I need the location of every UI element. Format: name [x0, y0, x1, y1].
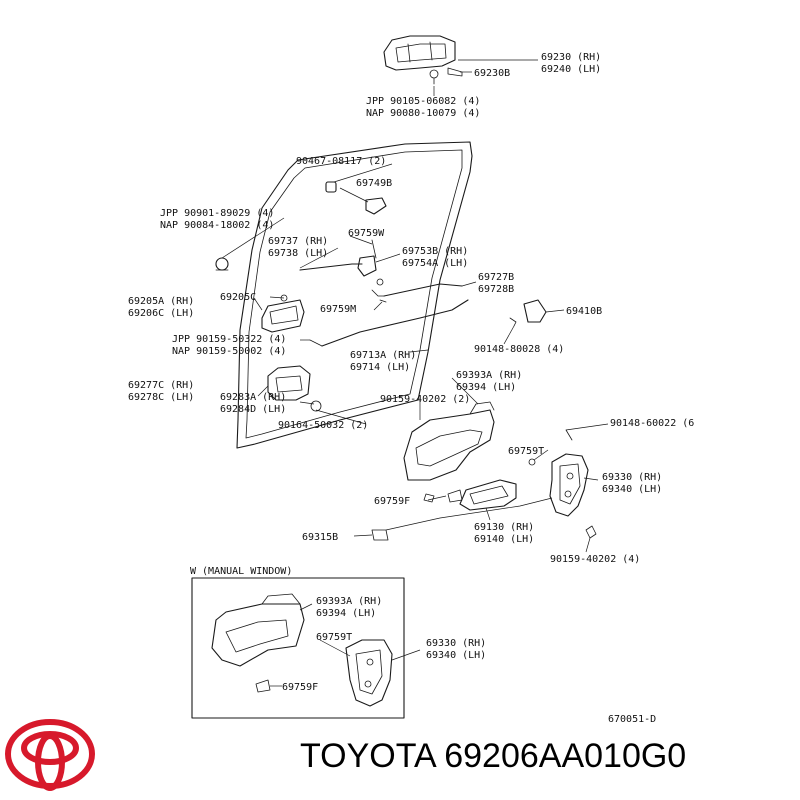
label-69130: 69130 (RH)	[474, 522, 534, 533]
label-69754a: 69754A (LH)	[402, 258, 468, 269]
inset-label-69759t: 69759T	[316, 632, 352, 643]
label-69230: 69230 (RH)	[541, 52, 601, 63]
label-69394: 69394 (LH)	[456, 382, 516, 393]
label-69713a: 69713A (RH)	[350, 350, 416, 361]
inside-handle-69205a	[261, 294, 305, 333]
inset-label-69340: 69340 (LH)	[426, 650, 486, 661]
label-nap-90080: NAP 90080-10079 (4)	[366, 108, 480, 119]
label-69140: 69140 (LH)	[474, 534, 534, 545]
label-nap-90159: NAP 90159-50002 (4)	[172, 346, 286, 357]
label-69759f: 69759F	[374, 496, 410, 507]
label-nap-90084: NAP 90084-18002 (4)	[160, 220, 274, 231]
drawing-code: 670051-D	[608, 714, 656, 725]
label-jpp-90901: JPP 90901-89029 (4)	[160, 208, 274, 219]
brand-part-caption: TOYOTA 69206AA010G0	[300, 737, 686, 776]
rod-69727b	[371, 283, 463, 303]
small-fasteners	[371, 278, 573, 541]
label-69277c: 69277C (RH)	[128, 380, 194, 391]
label-69410b: 69410B	[566, 306, 602, 317]
inset-label-69759f: 69759F	[282, 682, 318, 693]
label-69240: 69240 (LH)	[541, 64, 601, 75]
inset-label-69394: 69394 (LH)	[316, 608, 376, 619]
label-69283a: 69283A (RH)	[220, 392, 286, 403]
label-90148-60022: 90148-60022 (6	[610, 418, 694, 429]
rod-69713a	[309, 299, 469, 347]
toyota-logo-icon	[5, 719, 95, 791]
label-69206c: 69206C (LH)	[128, 308, 194, 319]
label-69393a: 69393A (RH)	[456, 370, 522, 381]
label-69340: 69340 (LH)	[602, 484, 662, 495]
label-jpp-90105: JPP 90105-06082 (4)	[366, 96, 480, 107]
inset-title: W (MANUAL WINDOW)	[190, 566, 292, 577]
outside-handle-frame-69393a	[403, 401, 495, 481]
label-90467: 90467-08117 (2)	[296, 156, 386, 167]
label-69759w: 69759W	[348, 228, 385, 239]
label-69315b: 69315B	[302, 532, 338, 543]
label-69230b: 69230B	[474, 68, 510, 79]
label-69738: 69738 (LH)	[268, 248, 328, 259]
link-rod-69737	[299, 239, 377, 277]
label-69737: 69737 (RH)	[268, 236, 328, 247]
label-69330: 69330 (RH)	[602, 472, 662, 483]
manual-window-inset	[191, 577, 421, 719]
label-69278c: 69278C (LH)	[128, 392, 194, 403]
label-jpp-90159: JPP 90159-50322 (4)	[172, 334, 286, 345]
striker-69410b	[509, 299, 547, 327]
brand-part-number: 69206AA010G0	[444, 737, 687, 775]
label-69205a: 69205A (RH)	[128, 296, 194, 307]
label-69759t: 69759T	[508, 446, 544, 457]
label-69205c: 69205C	[220, 292, 256, 303]
label-69728b: 69728B	[478, 284, 514, 295]
label-90159-40202-2: 90159-40202 (2)	[380, 394, 470, 405]
label-69284d: 69284D (LH)	[220, 404, 286, 415]
part-labels: 69230 (RH) 69240 (LH) 69230B JPP 90105-0…	[128, 52, 694, 725]
label-69727b: 69727B	[478, 272, 514, 283]
outside-handle-69230	[383, 35, 463, 85]
inset-label-69330: 69330 (RH)	[426, 638, 486, 649]
clip-90901	[215, 257, 229, 271]
brand-name: TOYOTA	[300, 737, 435, 775]
escutcheon-69277c	[267, 365, 322, 412]
clip-69749b	[325, 181, 387, 215]
label-90148-80028: 90148-80028 (4)	[474, 344, 564, 355]
door-lock-69330	[549, 453, 597, 539]
door-glass-outline	[236, 141, 473, 449]
label-69753b: 69753B (RH)	[402, 246, 468, 257]
leader-lines	[221, 59, 609, 553]
label-69714: 69714 (LH)	[350, 362, 410, 373]
label-69749b: 69749B	[356, 178, 392, 189]
label-69759m: 69759M	[320, 304, 356, 315]
outside-handle-69130	[447, 479, 517, 511]
label-90164: 90164-50032 (2)	[278, 420, 368, 431]
inset-label-69393a: 69393A (RH)	[316, 596, 382, 607]
label-90159-40202-4: 90159-40202 (4)	[550, 554, 640, 565]
